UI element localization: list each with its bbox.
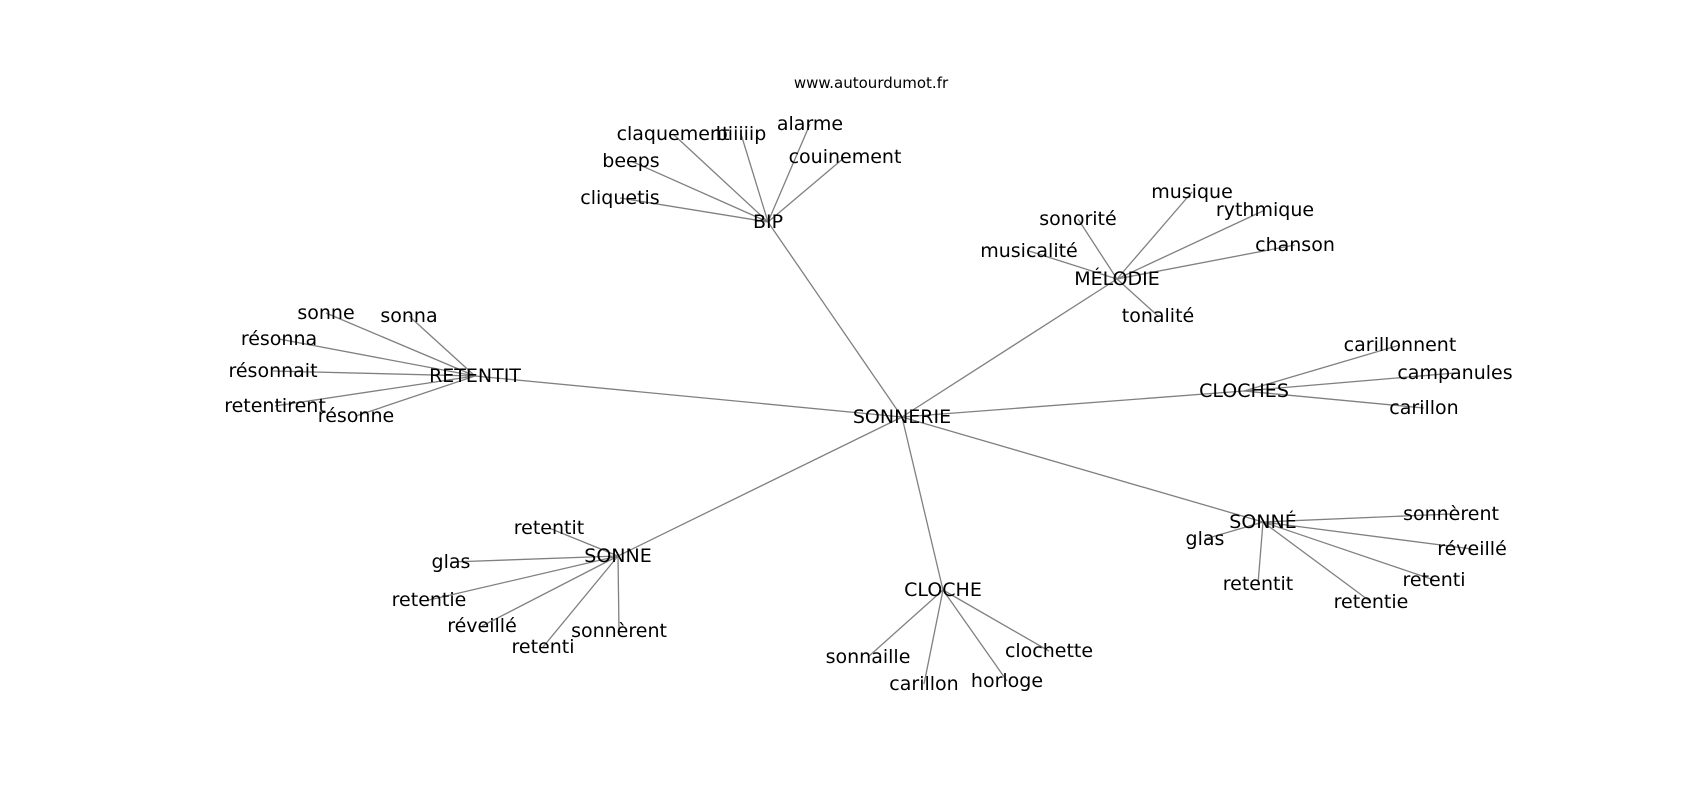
edge-retentit-leaf-5 <box>355 375 476 417</box>
node-leaf-sonne-3: réveillé <box>447 615 517 637</box>
node-leaf-bip-1: biiiiip <box>716 123 767 145</box>
node-leaf-melodie-4: musicalité <box>980 240 1078 262</box>
edge-root-sonne <box>617 416 903 557</box>
node-hub-cloche: CLOCHE <box>904 579 982 601</box>
node-leaf-sonne-0: retentit <box>514 517 584 539</box>
node-hub-cloches: CLOCHES <box>1199 380 1289 402</box>
edge-sonne-leaf-0 <box>548 527 619 557</box>
watermark-text: www.autourdumot.fr <box>794 74 949 92</box>
node-leaf-bip-0: claquement <box>617 123 730 145</box>
node-leaf-sonne-accent-0: sonnèrent <box>1403 503 1499 525</box>
edge-retentit-leaf-1 <box>408 315 476 377</box>
node-leaf-sonne-accent-2: réveillé <box>1437 538 1507 560</box>
node-leaf-retentit-5: résonne <box>318 405 394 427</box>
node-leaf-retentit-4: retentirent <box>224 395 326 417</box>
edge-root-cloche <box>901 416 944 591</box>
edge-melodie-leaf-4 <box>1028 250 1118 280</box>
edge-melodie-leaf-2 <box>1116 209 1266 280</box>
edge-cloche-leaf-1 <box>867 589 944 658</box>
node-leaf-sonne-accent-1: glas <box>1186 528 1225 550</box>
node-leaf-cloche-2: horloge <box>971 670 1043 692</box>
node-leaf-retentit-3: résonnait <box>228 360 317 382</box>
edge-bip-leaf-5 <box>619 197 769 223</box>
node-leaf-retentit-2: résonna <box>241 328 317 350</box>
node-root-sonnerie: SONNERIE <box>853 406 951 428</box>
edge-cloches-leaf-1 <box>1243 372 1456 392</box>
node-hub-sonne-accent: SONNÉ <box>1229 510 1296 533</box>
node-leaf-melodie-1: sonorité <box>1039 208 1116 230</box>
edge-cloche-leaf-0 <box>942 589 1050 652</box>
edge-cloche-leaf-3 <box>923 589 944 685</box>
node-leaf-bip-3: couinement <box>789 146 902 168</box>
edge-sonne-leaf-4 <box>617 555 620 632</box>
edge-melodie-leaf-5 <box>1116 278 1159 317</box>
node-leaf-sonne-4: sonnèrent <box>571 620 667 642</box>
edge-bip-leaf-0 <box>672 133 769 223</box>
edge-sonne-accent-leaf-5 <box>1262 521 1372 603</box>
edge-sonne-accent-leaf-4 <box>1257 521 1264 585</box>
edge-root-sonne-accent <box>901 416 1264 523</box>
node-leaf-bip-2: alarme <box>777 113 843 135</box>
edge-retentit-leaf-2 <box>278 338 476 377</box>
node-leaf-melodie-5: tonalité <box>1122 305 1194 327</box>
edge-bip-leaf-1 <box>740 133 769 223</box>
node-leaf-retentit-0: sonne <box>297 302 354 324</box>
node-leaf-cloches-0: carillonnent <box>1344 334 1457 356</box>
node-leaf-cloche-0: clochette <box>1005 640 1093 662</box>
edge-root-bip <box>767 221 903 418</box>
node-leaf-melodie-2: rythmique <box>1216 199 1314 221</box>
node-leaf-melodie-0: musique <box>1151 181 1233 203</box>
edge-cloches-leaf-0 <box>1243 344 1401 392</box>
edge-sonne-accent-leaf-2 <box>1262 521 1473 550</box>
node-leaf-cloches-2: carillon <box>1389 397 1458 419</box>
node-hub-melodie: MÉLODIE <box>1074 267 1160 290</box>
node-leaf-bip-5: cliquetis <box>580 187 659 209</box>
edge-cloche-leaf-2 <box>942 589 1008 682</box>
edge-root-cloches <box>901 390 1245 418</box>
edge-bip-leaf-4 <box>630 160 769 223</box>
node-leaf-retentit-1: sonna <box>380 305 437 327</box>
node-hub-sonne: SONNE <box>584 545 651 567</box>
node-hub-retentit: RETENTIT <box>429 365 521 387</box>
node-leaf-sonne-2: retentie <box>392 589 467 611</box>
node-leaf-sonne-accent-3: retenti <box>1403 569 1466 591</box>
edge-melodie-leaf-0 <box>1116 191 1193 280</box>
edge-sonne-leaf-2 <box>428 555 619 601</box>
node-hub-bip: BIP <box>753 211 783 233</box>
edge-retentit-leaf-4 <box>274 375 476 407</box>
edge-sonne-leaf-1 <box>450 555 619 563</box>
edge-cloches-leaf-2 <box>1243 390 1425 409</box>
node-leaf-melodie-3: chanson <box>1255 234 1335 256</box>
edge-root-melodie <box>901 278 1118 418</box>
node-leaf-sonne-accent-5: retentie <box>1334 591 1409 613</box>
edge-bip-leaf-3 <box>767 156 846 223</box>
node-leaf-sonne-1: glas <box>432 551 471 573</box>
node-leaf-bip-4: beeps <box>602 150 659 172</box>
node-leaf-cloche-1: sonnaille <box>826 646 911 668</box>
edge-root-retentit <box>474 375 903 418</box>
edge-bip-leaf-2 <box>767 123 811 223</box>
edge-retentit-leaf-3 <box>272 370 476 377</box>
edge-sonne-leaf-5 <box>542 555 619 648</box>
node-leaf-sonne-accent-4: retentit <box>1223 573 1293 595</box>
edge-sonne-accent-leaf-0 <box>1262 513 1452 523</box>
edge-melodie-leaf-3 <box>1116 244 1296 280</box>
edge-sonne-accent-leaf-3 <box>1262 521 1435 581</box>
edge-melodie-leaf-1 <box>1077 218 1118 280</box>
edge-sonne-leaf-3 <box>481 555 619 627</box>
node-leaf-sonne-5: retenti <box>512 636 575 658</box>
edge-retentit-leaf-0 <box>325 312 476 377</box>
node-leaf-cloche-3: carillon <box>889 673 958 695</box>
edge-sonne-accent-leaf-1 <box>1204 521 1264 540</box>
graph-edges <box>272 123 1473 685</box>
node-leaf-cloches-1: campanules <box>1397 362 1512 384</box>
